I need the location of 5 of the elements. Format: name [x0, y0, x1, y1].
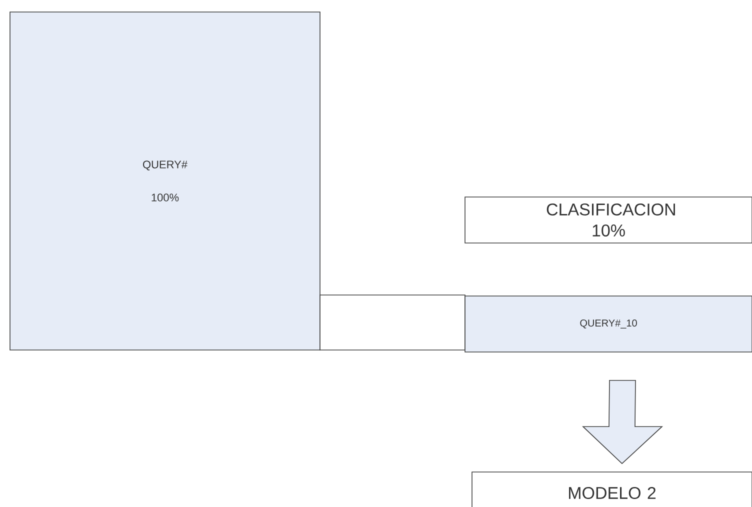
block-arrow: [582, 380, 664, 464]
process-box: QUERY# 100%: [10, 12, 320, 350]
process-box: MODELO 2: [472, 472, 752, 507]
process-box: CLASIFICACION 10%: [464, 196, 752, 244]
process-box: QUERY#_10: [464, 296, 752, 352]
